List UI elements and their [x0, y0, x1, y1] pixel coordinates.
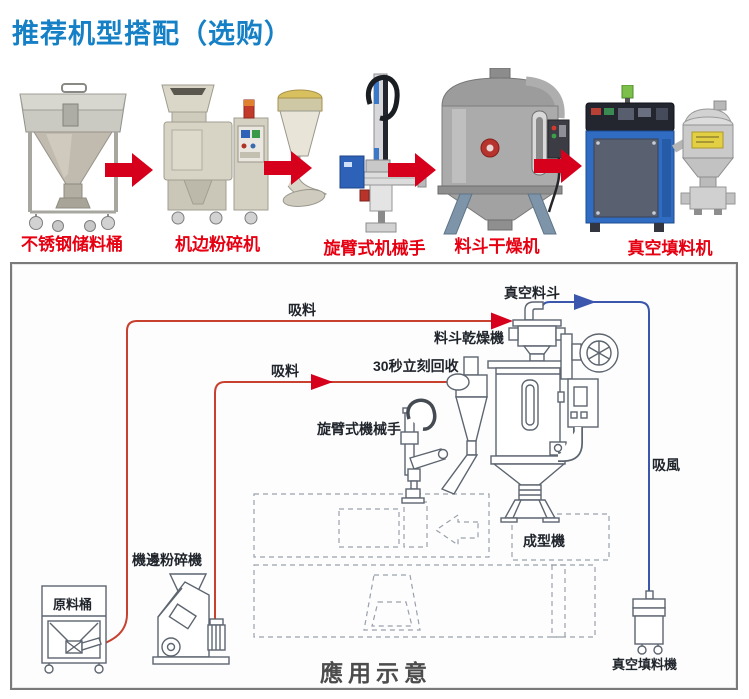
- suction-arrowhead-mid: [311, 374, 333, 390]
- product-label-hopper-dryer: 料斗干燥机: [454, 237, 540, 256]
- diagram-caption: 應用示意: [320, 660, 432, 686]
- page-title: 推荐机型搭配（选购）: [12, 19, 292, 49]
- product-label-vacuum-filler: 真空填料机: [627, 239, 713, 258]
- cyclone-drawing: [440, 356, 488, 495]
- label-swing-arm-robot: 旋臂式機械手: [317, 421, 401, 437]
- label-recycle-30s: 30秒立刻回收: [373, 358, 459, 374]
- flow-arrow-3: [388, 152, 438, 188]
- label-vacuum-hopper: 真空料斗: [504, 285, 560, 301]
- product-label-side-crusher: 机边粉碎机: [175, 235, 260, 254]
- raw-material-barrel-drawing: [41, 585, 107, 674]
- hopper-dryer-photo: [437, 68, 570, 235]
- recommended-products-row: 不锈钢储料桶 机边粉碎机 旋臂式机械手 料斗干燥机 真空填料机: [0, 60, 749, 260]
- label-suction-top: 吸料: [288, 302, 316, 318]
- hopper-dryer-drawing: [487, 360, 569, 523]
- flow-arrow-1: [105, 152, 155, 188]
- application-diagram-panel: 吸料 吸料 30秒立刻回收 真空料斗 料斗乾燥機 旋臂式機械手 吸風 成型機 機…: [10, 262, 738, 690]
- vacuum-hopper-drawing: [508, 301, 566, 362]
- side-crusher-photo: [161, 84, 328, 225]
- label-raw-material-barrel: 原料桶: [53, 597, 93, 612]
- molding-machine-outline: [253, 493, 610, 638]
- label-suction-mid: 吸料: [271, 363, 299, 379]
- product-label-swing-arm-robot: 旋臂式机械手: [323, 239, 426, 258]
- dryer-blower-drawing: [558, 333, 619, 462]
- product-label-stainless-tank: 不锈钢储料桶: [21, 235, 123, 254]
- label-vacuum-filler: 真空填料機: [612, 657, 678, 672]
- material-suction-lines: [99, 320, 491, 646]
- air-arrowhead: [574, 294, 596, 310]
- label-molding-machine: 成型機: [523, 533, 565, 549]
- flow-arrow-2: [264, 150, 314, 186]
- application-diagram-drawing: [41, 294, 666, 674]
- vacuum-filler-drawing: [632, 590, 666, 655]
- flow-arrow-4: [534, 148, 584, 184]
- label-side-crusher: 機邊粉碎機: [132, 552, 202, 568]
- vacuum-filler-photo: [585, 85, 736, 232]
- label-suction-wind: 吸風: [652, 457, 680, 473]
- robot-drawing: [400, 398, 449, 504]
- suction-arrowhead-top: [491, 312, 513, 330]
- label-hopper-dryer: 料斗乾燥機: [434, 330, 504, 346]
- side-crusher-drawing: [152, 573, 230, 665]
